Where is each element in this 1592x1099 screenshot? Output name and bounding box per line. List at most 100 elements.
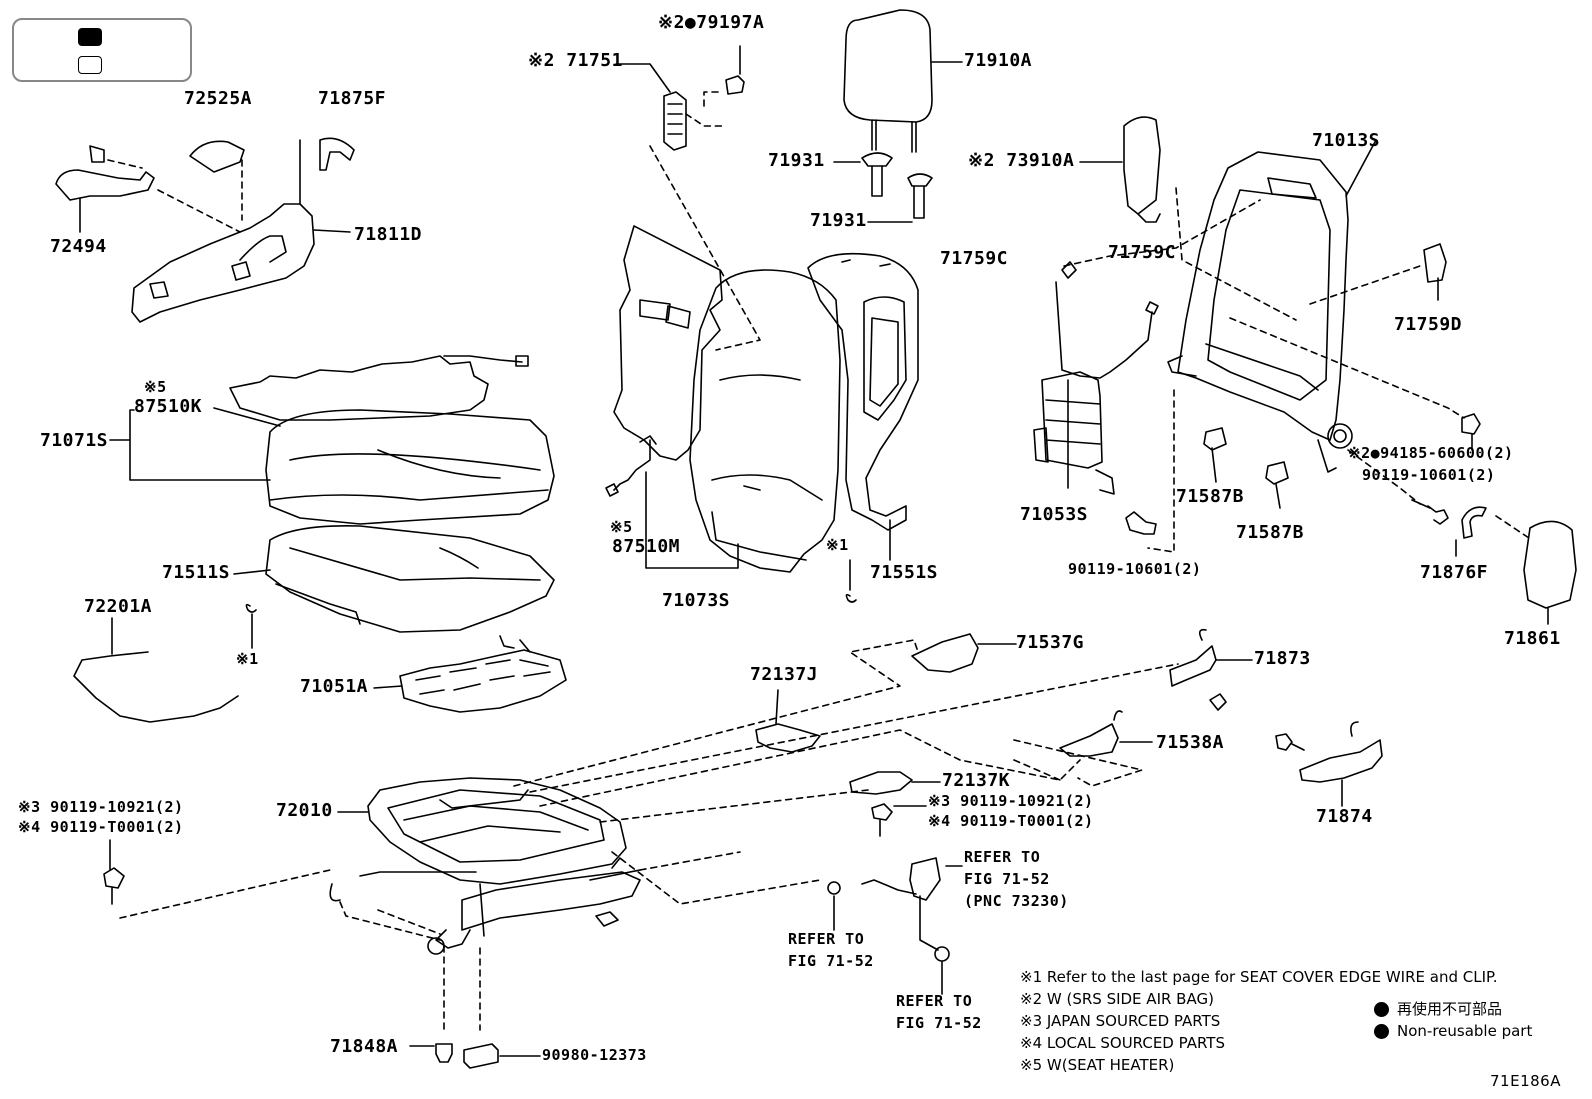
note-2: ※2 W (SRS SIDE AIR BAG) bbox=[1020, 990, 1214, 1008]
note-4: ※4 LOCAL SOURCED PARTS bbox=[1020, 1034, 1225, 1052]
label-71931-a: 71931 bbox=[768, 150, 825, 171]
bracket-72137J-shape bbox=[755, 723, 821, 753]
label-72201A: 72201A bbox=[84, 596, 153, 617]
bracket-72137K-shape bbox=[849, 771, 913, 795]
label-87510M: 87510M bbox=[612, 536, 681, 557]
bolt-mid-shape bbox=[1125, 511, 1157, 535]
headrest-guides bbox=[833, 152, 933, 223]
legend-en: Non-reusable part bbox=[1374, 1022, 1532, 1040]
label-71759C-b: 71759C bbox=[1108, 242, 1177, 263]
label-71759C-a: 71759C bbox=[940, 248, 1009, 269]
heater-87510K-shape bbox=[229, 355, 529, 421]
airbag-module-shape bbox=[1079, 116, 1161, 223]
clip-71587B-a-shape bbox=[1203, 427, 1227, 451]
label-79197A: ※2●79197A bbox=[658, 12, 765, 33]
clip-71587B-b-shape bbox=[1265, 461, 1289, 485]
label-left-10921: ※3 90119-10921(2) bbox=[18, 798, 184, 816]
seatback-pad-shape bbox=[605, 225, 919, 573]
label-71551S: 71551S bbox=[870, 562, 939, 583]
bolt-mid-shape-2 bbox=[871, 803, 893, 837]
bracket-71537G-shape bbox=[911, 633, 979, 673]
connector-90980-shape bbox=[463, 1043, 499, 1069]
label-mid-T0001: ※4 90119-T0001(2) bbox=[928, 812, 1094, 830]
seat-adjuster-shape bbox=[329, 777, 641, 955]
label-72525A: 72525A bbox=[184, 88, 253, 109]
label-71587B-a: 71587B bbox=[1176, 486, 1245, 507]
label-71071S: 71071S bbox=[40, 430, 109, 451]
legend-jp: 再使用不可部品 bbox=[1374, 998, 1502, 1019]
label-71759D: 71759D bbox=[1394, 314, 1463, 335]
label-90119-10601-b: 90119-10601(2) bbox=[1068, 560, 1202, 578]
label-mark1-a: ※1 bbox=[236, 650, 259, 668]
figure-code: 71E186A bbox=[1490, 1072, 1561, 1090]
refer2-line2: FIG 71-52 bbox=[788, 952, 874, 970]
label-71051A: 71051A bbox=[300, 676, 369, 697]
refer2-line1: REFER TO bbox=[788, 930, 865, 948]
cover-71876F-shape bbox=[1461, 506, 1487, 539]
label-90980: 90980-12373 bbox=[542, 1046, 647, 1064]
legend-jp-text: 再使用不可部品 bbox=[1397, 1000, 1503, 1018]
label-71876F: 71876F bbox=[1420, 562, 1489, 583]
cushion-71071S-shape bbox=[265, 409, 555, 525]
label-mid-10921: ※3 90119-10921(2) bbox=[928, 792, 1094, 810]
label-72137K: 72137K bbox=[942, 770, 1011, 791]
cover-72525A-shape bbox=[189, 140, 245, 173]
clip-mark1a-shape bbox=[245, 603, 257, 613]
refer1-line3: (PNC 73230) bbox=[964, 892, 1069, 910]
wire-72201A-shape bbox=[73, 651, 239, 723]
label-71587B-b: 71587B bbox=[1236, 522, 1305, 543]
label-72494: 72494 bbox=[50, 236, 107, 257]
label-94185: ※2●94185-60600(2) bbox=[1348, 444, 1514, 462]
nut-94185-shape bbox=[1461, 413, 1481, 435]
label-71073S: 71073S bbox=[662, 590, 731, 611]
key-empty-swatch bbox=[78, 56, 102, 74]
label-72137J: 72137J bbox=[750, 664, 819, 685]
label-87510K-mark: ※5 bbox=[144, 378, 167, 396]
note-5: ※5 W(SEAT HEATER) bbox=[1020, 1056, 1175, 1074]
bracket-71751-shape bbox=[615, 45, 761, 351]
label-71013S: 71013S bbox=[1312, 130, 1381, 151]
springs-71051A-shape bbox=[399, 635, 567, 713]
label-87510M-mark: ※5 bbox=[610, 518, 633, 536]
shield-71811D-shape bbox=[131, 139, 351, 323]
label-71511S: 71511S bbox=[162, 562, 231, 583]
refer1-line2: FIG 71-52 bbox=[964, 870, 1050, 888]
label-71538A: 71538A bbox=[1156, 732, 1225, 753]
bolt-right-shape bbox=[1427, 505, 1449, 525]
legend-en-text: Non-reusable part bbox=[1397, 1022, 1533, 1040]
label-71910A: 71910A bbox=[964, 50, 1033, 71]
non-reusable-dot-icon bbox=[1374, 1002, 1389, 1017]
lumbar-panel-shape bbox=[1033, 261, 1159, 495]
label-71873: 71873 bbox=[1254, 648, 1311, 669]
label-71861: 71861 bbox=[1504, 628, 1561, 649]
label-90119-10601-a: 90119-10601(2) bbox=[1362, 466, 1496, 484]
seatback-frame-shape bbox=[1167, 139, 1377, 473]
key-box bbox=[12, 18, 192, 82]
refer3-line2: FIG 71-52 bbox=[896, 1014, 982, 1032]
recliner-cover-71861-shape bbox=[1523, 520, 1577, 609]
clip-mark1b-shape bbox=[845, 593, 857, 603]
label-mark1-b: ※1 bbox=[826, 536, 849, 554]
key-filled-swatch bbox=[78, 28, 102, 46]
non-reusable-dot-icon bbox=[1374, 1024, 1389, 1039]
label-87510K: 87510K bbox=[134, 396, 203, 417]
label-71875F: 71875F bbox=[318, 88, 387, 109]
cover-71875F-shape bbox=[319, 137, 355, 171]
bolt-left-shape bbox=[103, 867, 125, 905]
note-3: ※3 JAPAN SOURCED PARTS bbox=[1020, 1012, 1221, 1030]
bracket-71538A-shape bbox=[1059, 723, 1119, 757]
screw-72494-shape bbox=[89, 145, 105, 163]
refer1-line1: REFER TO bbox=[964, 848, 1041, 866]
clip-71759D-shape bbox=[1423, 243, 1447, 283]
lever-72494-shape bbox=[55, 169, 155, 201]
cover-71511S-shape bbox=[265, 524, 555, 633]
label-71537G: 71537G bbox=[1016, 632, 1085, 653]
label-71931-b: 71931 bbox=[810, 210, 867, 231]
label-71811D: 71811D bbox=[354, 224, 423, 245]
bracket-71874-shape bbox=[1299, 739, 1383, 783]
pin-71848A-shape bbox=[435, 1043, 453, 1063]
note-1: ※1 Refer to the last page for SEAT COVER… bbox=[1020, 968, 1498, 986]
buckle-shape bbox=[909, 857, 941, 901]
